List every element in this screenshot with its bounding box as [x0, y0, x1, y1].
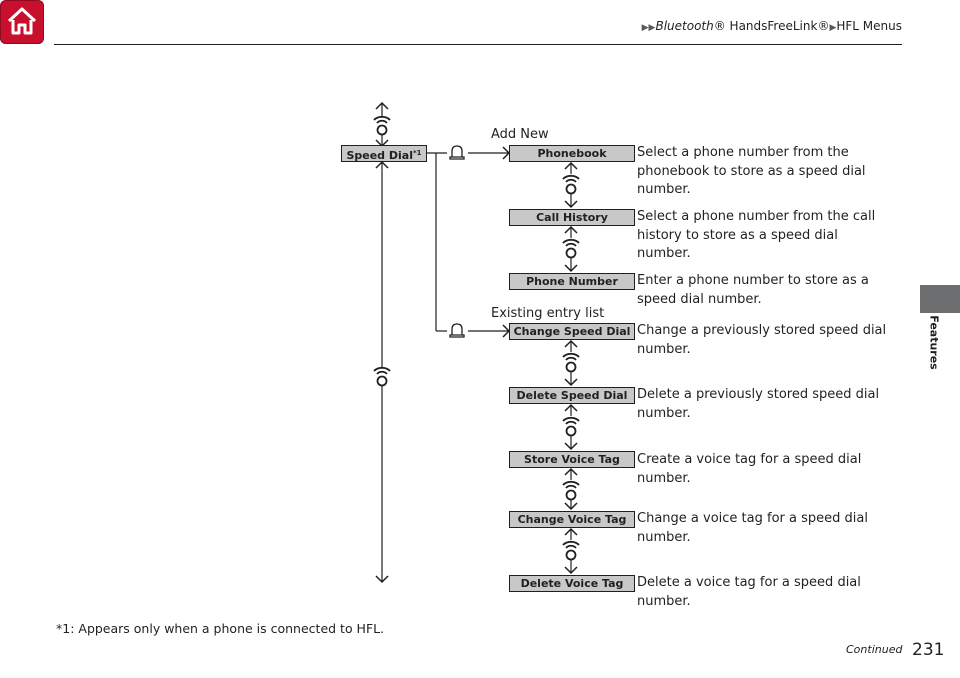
continued-label: Continued	[846, 643, 903, 656]
desc-store-voice-tag: Create a voice tag for a speed dial numb…	[637, 452, 862, 486]
home-icon	[7, 7, 37, 35]
menu-box-change-speed-dial: Change Speed Dial	[509, 323, 635, 340]
branch-label-add-new: Add New	[491, 127, 549, 142]
speed-dial-menu-box: Speed Dial*1	[341, 145, 427, 162]
desc-phone-number: Enter a phone number to store as a speed…	[637, 273, 869, 307]
selector-knob-icon	[373, 366, 391, 387]
header-rule	[54, 44, 902, 45]
menu-box-store-voice-tag: Store Voice Tag	[509, 451, 635, 468]
desc-change-speed-dial: Change a previously stored speed dial nu…	[637, 323, 887, 357]
menu-box-phone-number: Phone Number	[509, 273, 635, 290]
branch-label-existing-entry-list: Existing entry list	[491, 306, 605, 321]
home-button[interactable]	[0, 0, 44, 44]
footnote: *1: Appears only when a phone is connect…	[56, 621, 385, 636]
page-number: 231	[912, 640, 945, 660]
breadcrumb-handsfreelink: ® HandsFreeLink®	[713, 19, 830, 33]
selector-knob-icon	[373, 115, 391, 136]
press-button-icon	[449, 323, 465, 338]
breadcrumb-bluetooth: Bluetooth	[655, 19, 714, 33]
desc-call-history: Select a phone number from the call hist…	[637, 209, 876, 261]
desc-phonebook: Select a phone number from the phonebook…	[637, 145, 866, 197]
press-button-icon	[449, 145, 465, 160]
desc-delete-speed-dial: Delete a previously stored speed dial nu…	[637, 387, 880, 421]
desc-change-voice-tag: Change a voice tag for a speed dial numb…	[637, 511, 868, 545]
menu-box-delete-speed-dial: Delete Speed Dial	[509, 387, 635, 404]
section-tab	[920, 285, 960, 313]
menu-box-delete-voice-tag: Delete Voice Tag	[509, 575, 635, 592]
menu-box-phonebook: Phonebook	[509, 145, 635, 162]
breadcrumb: ▶▶Bluetooth® HandsFreeLink®▶HFL Menus	[641, 19, 902, 33]
desc-delete-voice-tag: Delete a voice tag for a speed dial numb…	[637, 575, 861, 609]
menu-box-call-history: Call History	[509, 209, 635, 226]
breadcrumb-hfl-menus: HFL Menus	[836, 19, 902, 33]
menu-box-change-voice-tag: Change Voice Tag	[509, 511, 635, 528]
